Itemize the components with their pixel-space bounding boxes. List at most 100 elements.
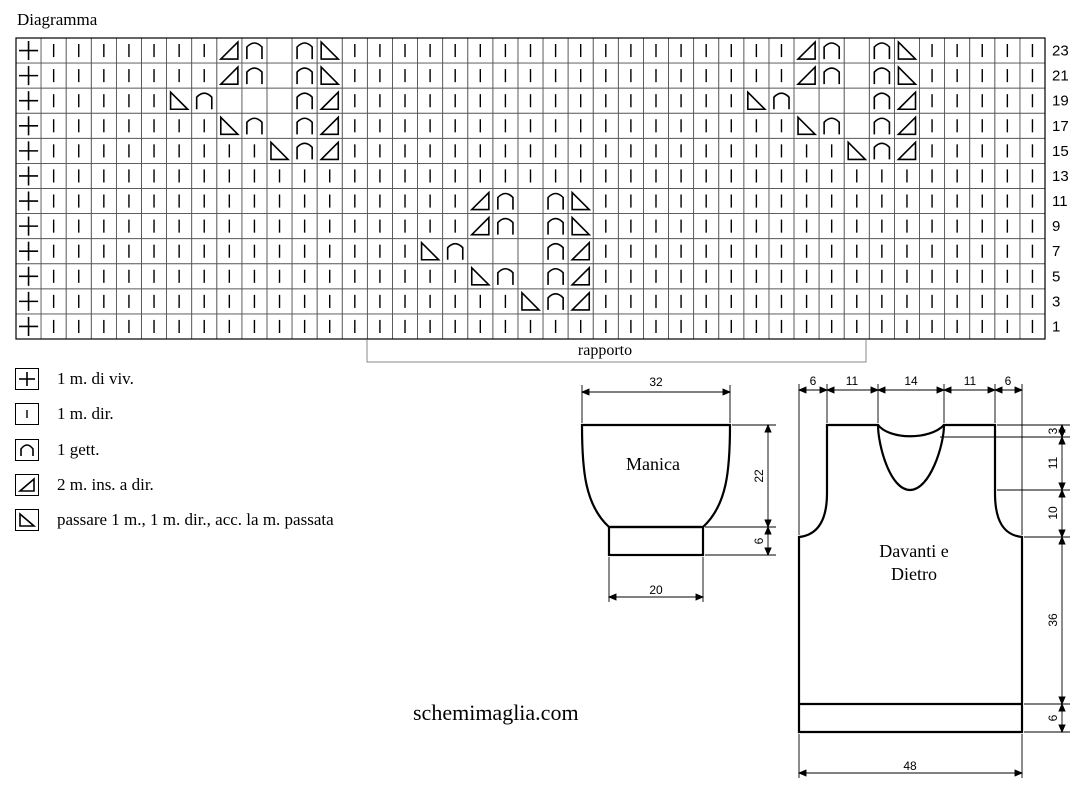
chart-cell	[216, 137, 243, 164]
chart-cell	[492, 313, 519, 340]
chart-cell	[115, 263, 142, 290]
chart-cell	[115, 188, 142, 214]
chart-cell	[944, 288, 971, 315]
chart-cell	[868, 112, 895, 139]
chart-cell	[718, 213, 745, 240]
chart-cell	[743, 288, 770, 315]
chart-cell	[15, 137, 42, 164]
chart-cell	[266, 137, 293, 164]
chart-cell	[392, 137, 418, 164]
chart-cell	[467, 62, 494, 89]
chart-cell	[919, 263, 946, 290]
chart-cell	[668, 213, 695, 240]
chart-cell	[793, 288, 820, 315]
chart-cell	[341, 288, 368, 315]
chart-cell	[994, 62, 1021, 89]
chart-cell	[567, 188, 594, 214]
chart-cell	[141, 62, 167, 89]
chart-cell	[467, 313, 494, 340]
chart-cell	[241, 87, 268, 114]
sleeve-height-dim: 22	[752, 469, 766, 483]
chart-cell	[793, 62, 820, 89]
chart-cell	[40, 37, 67, 64]
chart-cell	[517, 163, 544, 189]
chart-cell	[994, 137, 1021, 164]
chart-cell	[341, 112, 368, 139]
chart-cell	[291, 263, 318, 290]
chart-cell	[40, 62, 67, 89]
chart-cell	[894, 37, 920, 64]
chart-cell	[944, 87, 971, 114]
chart-cell	[668, 137, 695, 164]
chart-cell	[818, 163, 845, 189]
chart-cell	[793, 238, 820, 265]
chart-cell	[517, 112, 544, 139]
chart-cell	[693, 213, 720, 240]
edge-stitch-icon	[15, 368, 39, 390]
chart-cell	[366, 288, 393, 315]
repeat-bracket: rapporto	[366, 340, 867, 363]
chart-cell	[919, 137, 946, 164]
chart-cell	[894, 137, 920, 164]
chart-cell	[743, 188, 770, 214]
chart-cell	[141, 37, 167, 64]
chart-cell	[65, 87, 92, 114]
chart-cell	[718, 62, 745, 89]
chart-cell	[15, 112, 42, 139]
row-number: 11	[1052, 193, 1068, 210]
chart-cell	[818, 238, 845, 265]
body-dim-armhole-lower: 10	[1046, 506, 1060, 520]
legend-item-knit: 1 m. dir.	[15, 402, 114, 426]
chart-cell	[592, 288, 619, 315]
chart-cell	[392, 188, 418, 214]
body-label-line2: Dietro	[891, 564, 937, 584]
chart-cell	[366, 62, 393, 89]
chart-cell	[266, 87, 293, 114]
chart-cell	[316, 112, 343, 139]
chart-cell	[191, 288, 218, 315]
chart-cell	[166, 288, 193, 315]
chart-cell	[693, 188, 720, 214]
chart-title: Diagramma	[17, 10, 98, 29]
chart-cell	[241, 263, 268, 290]
chart-cell	[894, 213, 920, 240]
chart-cell	[241, 37, 268, 64]
chart-cell	[442, 137, 469, 164]
chart-cell	[417, 137, 444, 164]
chart-cell	[768, 163, 795, 189]
chart-cell	[793, 263, 820, 290]
chart-cell	[366, 87, 393, 114]
chart-cell	[768, 62, 795, 89]
chart-cell	[668, 62, 695, 89]
chart-cell	[994, 263, 1021, 290]
chart-cell	[1019, 313, 1046, 340]
chart-cell	[166, 213, 193, 240]
chart-cell	[216, 313, 243, 340]
chart-cell	[718, 137, 745, 164]
chart-cell	[115, 288, 142, 315]
chart-cell	[743, 163, 770, 189]
sleeve-cuff-width-dim: 20	[649, 583, 663, 597]
chart-cell	[65, 238, 92, 265]
chart-cell	[442, 112, 469, 139]
chart-cell	[944, 62, 971, 89]
chart-cell	[994, 238, 1021, 265]
chart-cell	[843, 37, 870, 64]
chart-cell	[417, 87, 444, 114]
chart-cell	[567, 62, 594, 89]
chart-cell	[592, 163, 619, 189]
chart-cell	[868, 238, 895, 265]
chart-cell	[643, 313, 669, 340]
chart-cell	[467, 112, 494, 139]
chart-cell	[467, 37, 494, 64]
chart-cell	[115, 137, 142, 164]
chart-cell	[843, 313, 870, 340]
chart-cell	[291, 188, 318, 214]
chart-cell	[442, 238, 469, 265]
chart-cell	[994, 87, 1021, 114]
chart-cell	[517, 238, 544, 265]
chart-cell	[818, 288, 845, 315]
chart-cell	[969, 238, 996, 265]
chart-cell	[115, 163, 142, 189]
chart-cell	[191, 62, 218, 89]
